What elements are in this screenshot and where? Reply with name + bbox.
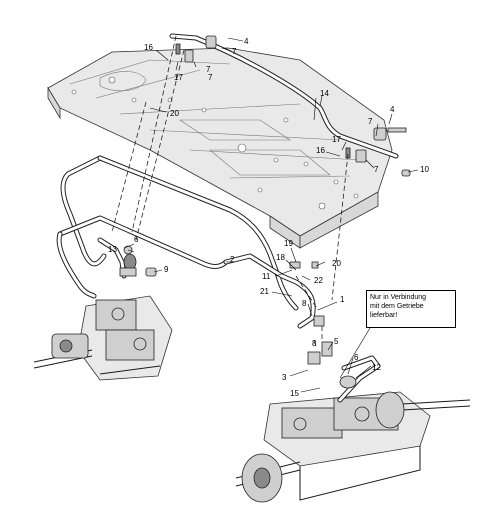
- transmission-right: [235, 355, 471, 503]
- callout-7-top-c: 7: [208, 73, 213, 82]
- callout-12: 12: [372, 363, 381, 372]
- callout-17-right: 17: [332, 135, 341, 144]
- transmission-left: [33, 295, 173, 381]
- callout-7-top-a: 7: [232, 47, 237, 56]
- callout-11: 11: [262, 272, 271, 281]
- callout-3: 3: [282, 373, 287, 382]
- callout-17-top: 17: [174, 73, 183, 82]
- callout-2: 2: [230, 255, 235, 264]
- callout-21: 21: [260, 287, 269, 296]
- callout-7-top-b: 7: [206, 65, 211, 74]
- note-line-1: Nur in Verbindung: [370, 294, 427, 301]
- fittings-middle: [119, 245, 333, 365]
- callout-18: 18: [276, 253, 285, 262]
- callout-7-right-b: 7: [374, 165, 379, 174]
- callout-7-right-a: 7: [368, 117, 373, 126]
- callout-13: 13: [108, 245, 117, 254]
- callout-20-mid: 20: [332, 259, 341, 268]
- assembly-lines: [111, 35, 349, 340]
- callout-16-right: 16: [316, 146, 325, 155]
- callout-16-top: 16: [144, 43, 153, 52]
- callout-labels: 4 7 16 7 17 7 20 14 4 7 17 16 7 10 2 6 1…: [108, 37, 429, 398]
- callout-6-left: 6: [134, 235, 139, 244]
- callout-8-lower: 8: [312, 339, 317, 348]
- callout-15: 15: [290, 389, 299, 398]
- long-tubes: [56, 155, 316, 329]
- callout-5: 5: [334, 337, 339, 346]
- callout-1: 1: [340, 295, 345, 304]
- clamp-top-right: [345, 127, 407, 163]
- fitting-10: [401, 169, 411, 177]
- callout-4-top: 4: [244, 37, 249, 46]
- clamp-top-left: [175, 35, 217, 63]
- callout-19: 19: [284, 239, 293, 248]
- callout-6-right: 6: [354, 353, 359, 362]
- callout-14: 14: [320, 89, 329, 98]
- upper-tube: [169, 33, 399, 159]
- callout-8-upper: 8: [302, 299, 307, 308]
- callout-9: 9: [164, 265, 169, 274]
- note-line-3: lieferbar!: [370, 312, 398, 319]
- callout-4-right: 4: [390, 105, 395, 114]
- callout-22: 22: [314, 276, 323, 285]
- callout-leaders: [123, 37, 419, 393]
- note-box: Nur in Verbindung mit dem Getriebe liefe…: [366, 290, 456, 328]
- callout-20-top: 20: [170, 109, 179, 118]
- callout-10: 10: [420, 165, 429, 174]
- note-line-2: mit dem Getriebe: [370, 303, 424, 310]
